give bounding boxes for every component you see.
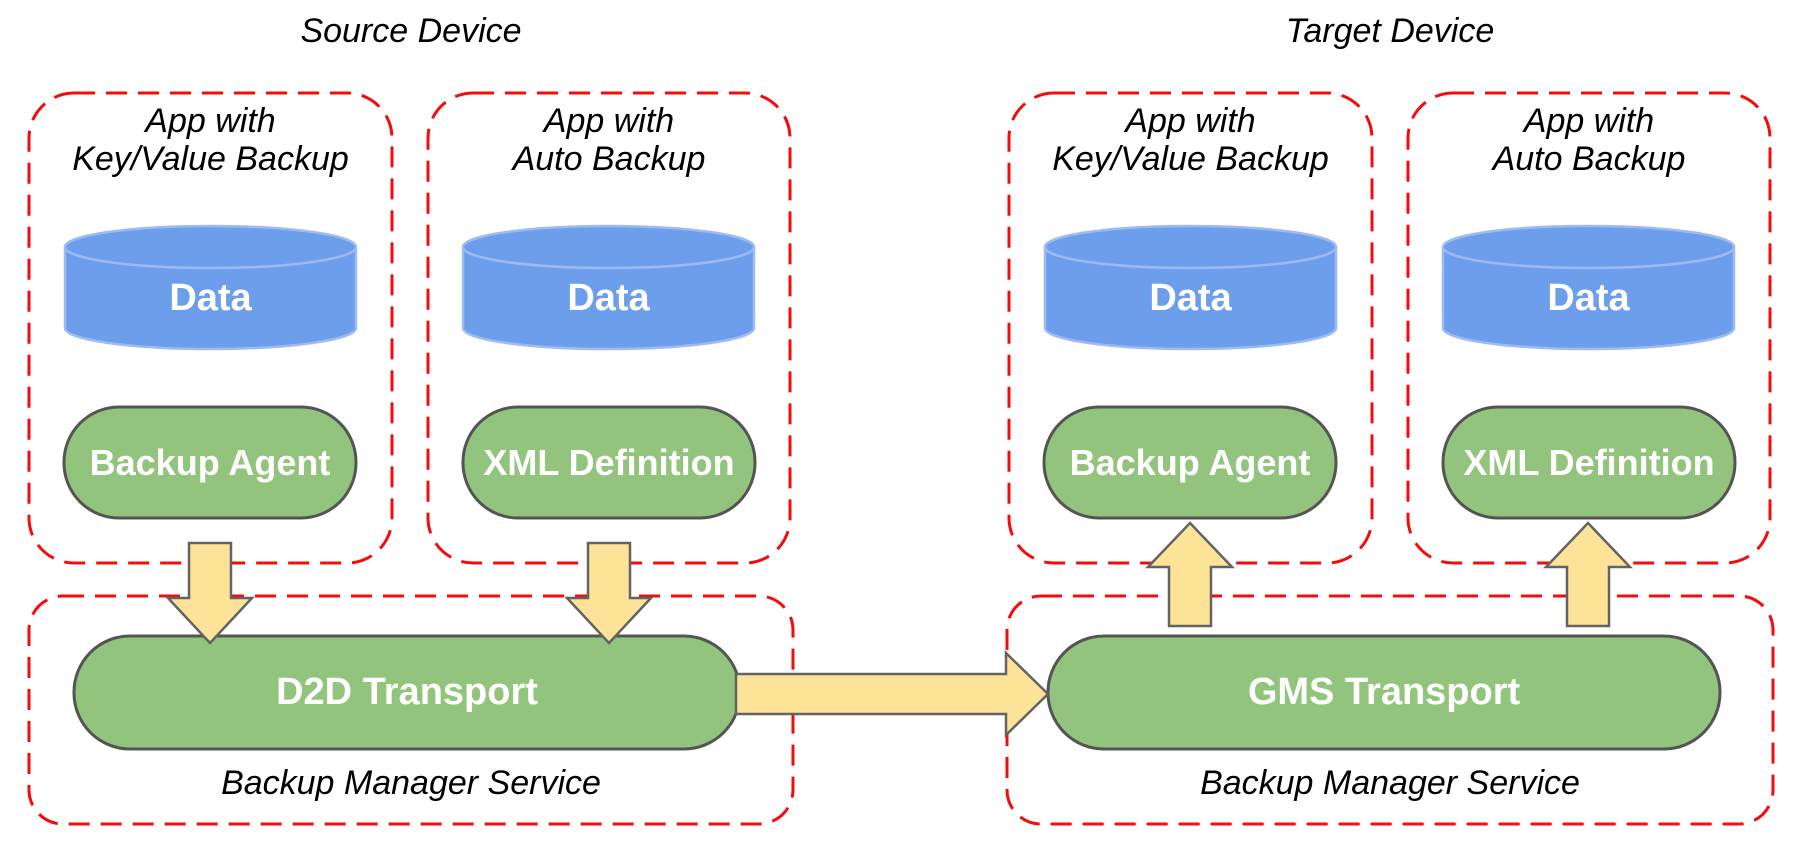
d2d-transport-label: D2D Transport [276,671,538,713]
target-xml-definition-pill [1441,405,1737,520]
source-xml-definition-pill [461,405,757,520]
target-backup-manager-caption: Backup Manager Service [1200,764,1580,802]
app-title-line1: App with [1125,102,1256,140]
app-title-line2: Key/Value Backup [72,140,349,178]
source-auto-data-label: Data [567,276,650,319]
down-arrow-xml-definition [564,541,654,645]
target-xml-definition-label: XML Definition [1463,441,1715,483]
source-backup-manager-caption: Backup Manager Service [221,764,601,802]
source-xml-definition-label: XML Definition [483,441,735,483]
target-keyvalue-app-title: App with Key/Value Backup [1009,102,1372,178]
target-backup-agent-label: Backup Agent [1069,441,1311,483]
app-title-line1: App with [145,102,276,140]
source-keyvalue-app-title: App with Key/Value Backup [29,102,392,178]
up-arrow-backup-agent [1145,521,1235,628]
target-auto-data-label: Data [1547,276,1630,319]
transfer-right-arrow [734,650,1050,738]
target-keyvalue-data-cylinder [1043,224,1338,351]
app-title-line2: Key/Value Backup [1052,140,1329,178]
app-title-line2: Auto Backup [1492,140,1686,178]
source-keyvalue-data-cylinder [63,224,358,351]
up-arrow-xml-definition [1543,521,1633,628]
target-backup-agent-pill [1042,405,1338,520]
target-keyvalue-data-label: Data [1149,276,1232,319]
source-backup-agent-label: Backup Agent [89,441,331,483]
source-auto-app-title: App with Auto Backup [428,102,790,178]
source-device-title: Source Device [300,12,522,50]
app-title-line1: App with [1523,102,1655,140]
app-title-line2: Auto Backup [512,140,706,178]
gms-transport-label: GMS Transport [1247,671,1521,713]
down-arrow-backup-agent [165,541,255,645]
source-backup-agent-pill [62,405,358,520]
source-auto-data-cylinder [461,224,756,351]
target-auto-app-title: App with Auto Backup [1408,102,1770,178]
app-title-line1: App with [543,102,675,140]
source-keyvalue-data-label: Data [169,276,252,319]
target-auto-data-cylinder [1441,224,1736,351]
target-device-title: Target Device [1285,12,1495,50]
